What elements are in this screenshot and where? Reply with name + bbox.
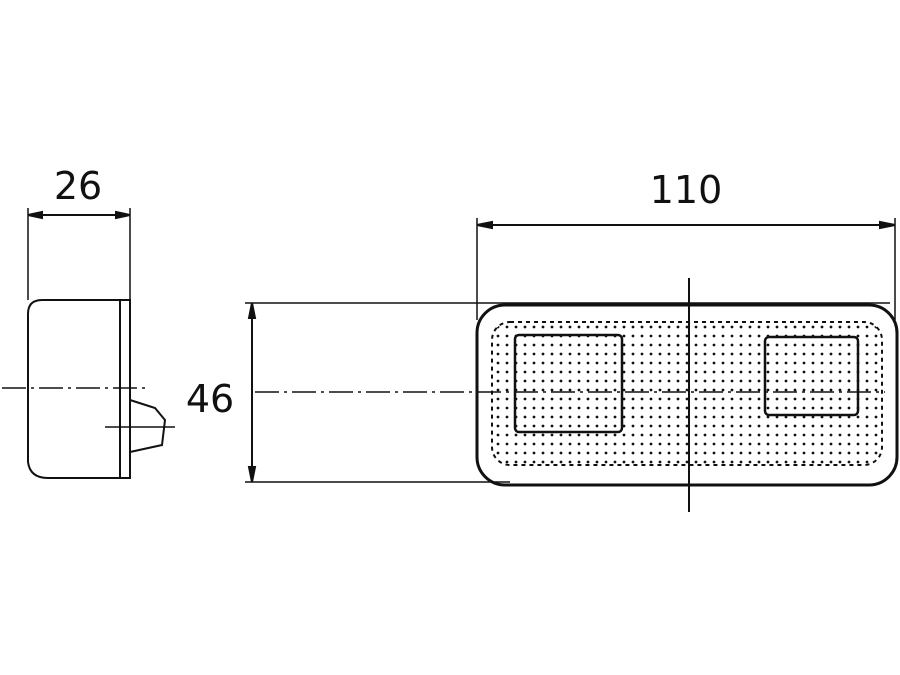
front-view: [255, 278, 899, 512]
lens-border: [491, 321, 883, 466]
length-label: 110: [650, 168, 723, 212]
depth-label: 26: [54, 164, 102, 208]
height-label: 46: [186, 377, 234, 421]
left-reflector: [513, 333, 624, 434]
height-dimension: [245, 302, 890, 483]
side-connector: [129, 399, 167, 453]
lamp-outline: [475, 303, 899, 487]
right-reflector: [763, 335, 860, 417]
length-dimension: [476, 218, 896, 320]
side-housing: [27, 299, 131, 479]
lens-texture: [492, 322, 882, 465]
side-view: [2, 208, 175, 479]
